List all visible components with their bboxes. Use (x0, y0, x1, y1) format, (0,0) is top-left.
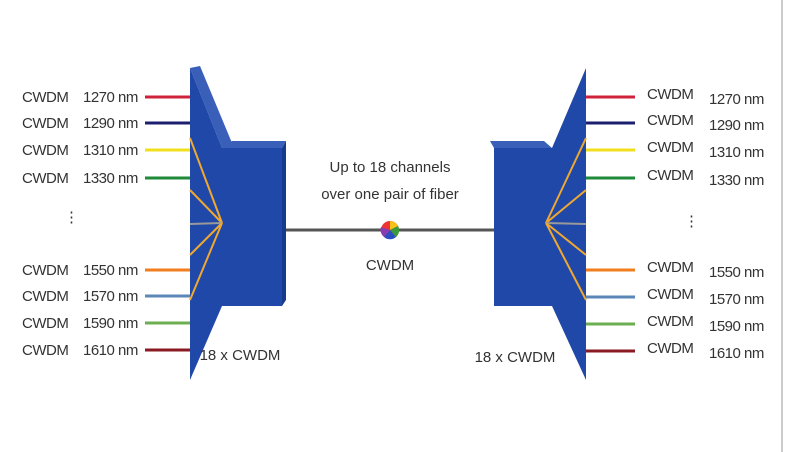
right-channel-prefix: CWDM (647, 313, 693, 330)
fan-line (545, 137, 587, 224)
right-channel-wavelength: 1270 nm (709, 91, 764, 108)
right-channel-prefix: CWDM (647, 259, 693, 276)
right-channel-prefix: CWDM (647, 167, 693, 184)
center-cwdm-label: CWDM (366, 257, 414, 274)
left-channel-wavelength: 1570 nm (83, 288, 138, 305)
right-channel-wavelength: 1610 nm (709, 345, 764, 362)
fan-line (545, 189, 587, 224)
right-channel-wavelength: 1310 nm (709, 144, 764, 161)
left-channel-wavelength: 1610 nm (83, 342, 138, 359)
right-channel-prefix: CWDM (647, 112, 693, 129)
right-channel-wavelength: 1290 nm (709, 117, 764, 134)
left-ellipsis: ⋮ (64, 209, 79, 226)
right-channel-wavelength: 1590 nm (709, 318, 764, 335)
left-channel-prefix: CWDM (22, 288, 68, 305)
left-channel-wavelength: 1550 nm (83, 262, 138, 279)
right-channel-prefix: CWDM (647, 139, 693, 156)
left-channel-prefix: CWDM (22, 262, 68, 279)
left-channel-wavelength: 1330 nm (83, 170, 138, 187)
fan-line (189, 222, 223, 256)
right-channel-wavelength: 1330 nm (709, 172, 764, 189)
left-channel-wavelength: 1590 nm (83, 315, 138, 332)
right-channel-prefix: CWDM (647, 340, 693, 357)
left-channel-wavelength: 1270 nm (83, 89, 138, 106)
left-channel-prefix: CWDM (22, 170, 68, 187)
center-text-line1: Up to 18 channels (330, 159, 451, 176)
right-demux-device (490, 68, 586, 380)
left-channel-wavelength: 1310 nm (83, 142, 138, 159)
fan-line (189, 222, 223, 225)
right-channel-prefix: CWDM (647, 286, 693, 303)
fan-line (189, 222, 223, 301)
left-channel-prefix: CWDM (22, 89, 68, 106)
right-channel-prefix: CWDM (647, 86, 693, 103)
right-channel-wavelength: 1550 nm (709, 264, 764, 281)
left-channel-prefix: CWDM (22, 115, 68, 132)
fan-line (545, 222, 587, 225)
color-wheel-icon (380, 221, 400, 240)
left-channel-prefix: CWDM (22, 142, 68, 159)
right-ellipsis: ⋮ (684, 213, 699, 230)
left-channel-prefix: CWDM (22, 342, 68, 359)
left-channel-prefix: CWDM (22, 315, 68, 332)
fan-line (545, 222, 587, 301)
right-channel-wavelength: 1570 nm (709, 291, 764, 308)
left-mux-device (190, 66, 286, 380)
left-fan-lines (189, 137, 223, 301)
left-channel-wavelength: 1290 nm (83, 115, 138, 132)
right-device-label: 18 x CWDM (475, 349, 556, 366)
left-device-label: 18 x CWDM (200, 347, 281, 364)
right-fan-lines (545, 137, 587, 301)
fan-line (189, 137, 223, 224)
fan-line (189, 189, 223, 224)
fan-line (545, 222, 587, 256)
center-text-line2: over one pair of fiber (321, 186, 459, 203)
